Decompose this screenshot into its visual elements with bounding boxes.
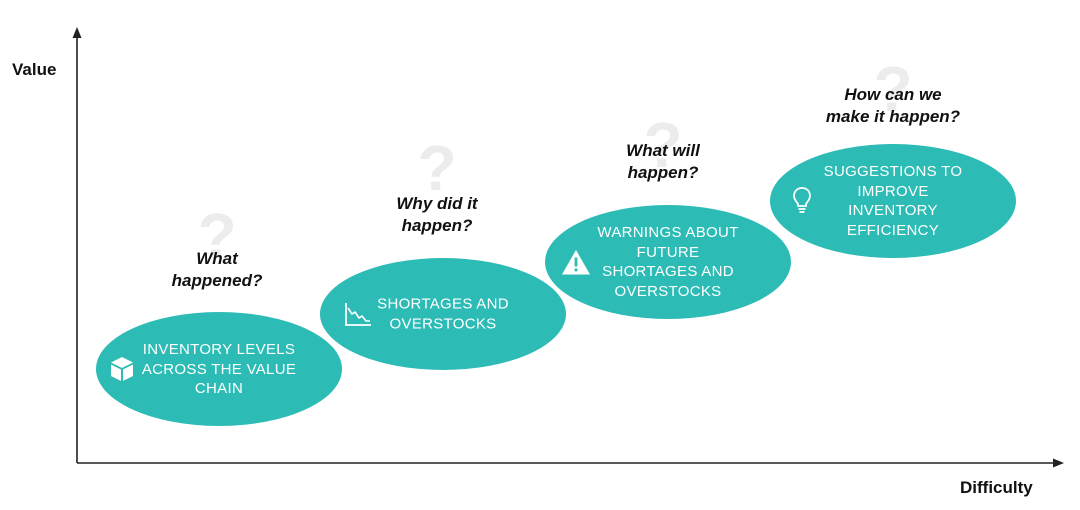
stage-bubble: SUGGESTIONS TO IMPROVE INVENTORY EFFICIE…	[770, 144, 1016, 258]
stage-bubble-line: WARNINGS ABOUT	[597, 224, 739, 241]
stage-question-line: happen?	[401, 216, 473, 235]
x-axis-arrowhead	[1053, 458, 1064, 468]
stage-bubble-text: INVENTORY LEVELS ACROSS THE VALUE CHAIN	[142, 340, 296, 399]
stage-question-line: happen?	[627, 163, 699, 182]
stage-bubble-line: OVERSTOCKS	[614, 282, 722, 300]
question-mark-decoration: ?	[873, 53, 913, 125]
question-mark-decoration: ?	[197, 200, 237, 272]
y-axis-label: Value	[12, 60, 57, 79]
x-axis-label: Difficulty	[960, 478, 1033, 497]
stage-bubble-line: CHAIN	[194, 379, 244, 397]
stage-bubble: INVENTORY LEVELS ACROSS THE VALUE CHAIN	[96, 312, 342, 426]
stage-bubble-line: EFFICIENCY	[846, 221, 940, 239]
stage-question-line: make it happen?	[825, 107, 961, 126]
stage-bubble-text: SHORTAGES AND OVERSTOCKS	[377, 295, 509, 334]
stage-bubble: SHORTAGES AND OVERSTOCKS	[320, 258, 566, 370]
stage-question-line: How can we	[844, 85, 942, 104]
stage-bubble-line: OVERSTOCKS	[389, 315, 497, 332]
box-icon	[111, 357, 133, 381]
stage-bubble-text: SUGGESTIONS TO IMPROVE INVENTORY EFFICIE…	[824, 162, 963, 240]
stage-bubble-line: INVENTORY LEVELS	[142, 340, 296, 358]
stage-question-line: What will	[626, 141, 700, 160]
y-axis-arrowhead	[72, 27, 82, 38]
lightbulb-icon	[793, 187, 811, 213]
stage-question-line: happened?	[171, 271, 263, 290]
stage-bubble: WARNINGS ABOUT FUTURE SHORTAGES AND OVER…	[545, 205, 791, 319]
stage-question: What will happen?	[626, 140, 700, 184]
stage-bubble-line: SHORTAGES AND	[602, 263, 734, 280]
question-mark-decoration: ?	[643, 109, 683, 181]
stage-bubble-line: SHORTAGES AND	[377, 295, 509, 313]
stage-bubble-line: IMPROVE	[857, 182, 929, 200]
stage-bubble-text: WARNINGS ABOUT FUTURE SHORTAGES AND OVER…	[597, 223, 738, 301]
stage-bubble-line: SUGGESTIONS TO	[823, 163, 963, 180]
stage-question-line: Why did it	[396, 194, 478, 213]
stage-bubble-line: INVENTORY	[848, 202, 938, 219]
stage-question: What happened?	[172, 248, 263, 292]
stage-question-line: What	[196, 249, 238, 268]
stage-bubble-line: ACROSS THE VALUE	[141, 360, 297, 378]
question-mark-decoration: ?	[417, 132, 457, 204]
stage-question: How can we make it happen?	[826, 84, 960, 128]
stage-question: Why did it happen?	[396, 193, 477, 237]
stage-bubble-line: FUTURE	[636, 243, 700, 261]
warning-icon	[562, 250, 590, 275]
declining-chart-icon	[345, 303, 371, 326]
